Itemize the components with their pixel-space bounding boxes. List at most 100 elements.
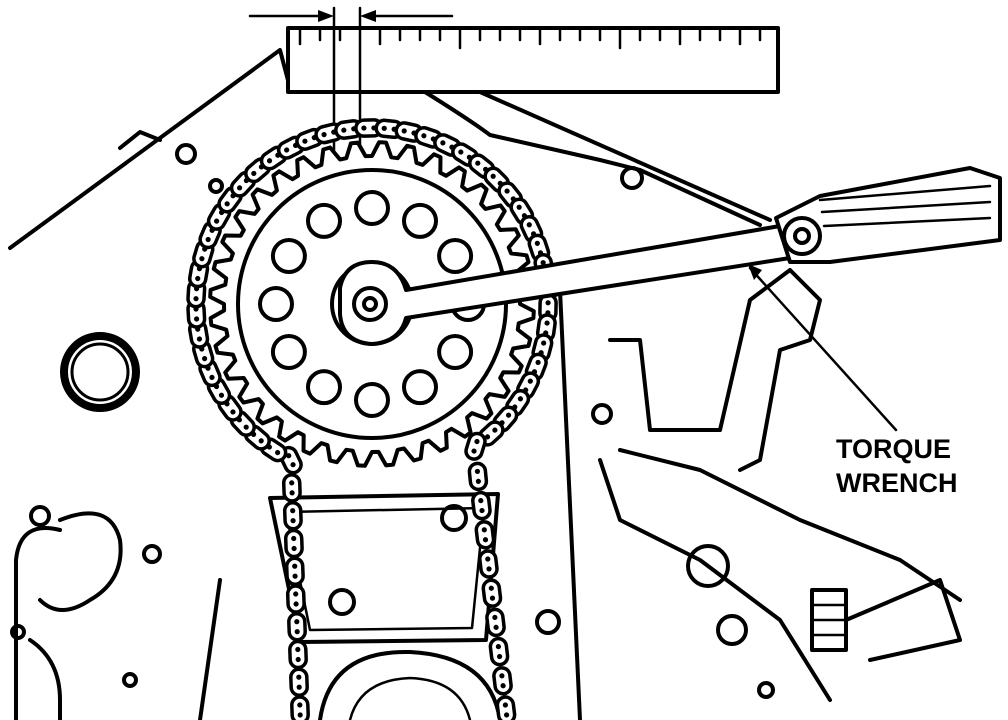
torque-wrench xyxy=(338,166,1002,346)
chain-link-plate xyxy=(467,461,489,492)
sprocket-hole xyxy=(437,238,474,274)
chain-pin xyxy=(286,453,292,459)
chain-link xyxy=(284,556,305,586)
chain-pin xyxy=(290,518,296,524)
chain-pin xyxy=(361,125,367,131)
chain-pin xyxy=(421,133,427,139)
chain-pin xyxy=(381,125,387,131)
chain-link xyxy=(467,461,489,492)
sprocket-hole xyxy=(270,238,307,274)
chain-link xyxy=(281,473,302,503)
chain-pin xyxy=(440,140,446,146)
chain-pin xyxy=(481,527,487,533)
ruler xyxy=(286,26,780,94)
chain-pin xyxy=(471,448,477,454)
sprocket-hole xyxy=(270,334,307,370)
engine-block-outline xyxy=(8,48,962,720)
chain-link-plate xyxy=(474,520,496,550)
chain-pin xyxy=(289,480,295,486)
chain-pin xyxy=(488,585,494,591)
chain-pin xyxy=(482,537,489,543)
chain-pin xyxy=(517,396,524,402)
chain-pin xyxy=(492,427,498,433)
chain-pin xyxy=(526,222,532,228)
chain-pin xyxy=(478,498,484,504)
chain-pin xyxy=(475,160,481,166)
chain-link xyxy=(288,639,308,670)
chain-pin xyxy=(193,316,200,322)
chain-pin xyxy=(534,240,540,246)
chain-pin xyxy=(195,275,201,282)
chain-link xyxy=(474,520,496,550)
chain-link-plate xyxy=(464,431,487,461)
callout-leader xyxy=(748,264,898,432)
chain-pin xyxy=(458,149,464,155)
sprocket-hole xyxy=(354,190,390,226)
chain-pin xyxy=(474,438,480,445)
chain-pin xyxy=(218,392,225,398)
chain-link xyxy=(290,695,310,720)
chain-link-plate xyxy=(471,490,492,521)
chain-link-plate xyxy=(290,695,310,720)
chain-pin xyxy=(294,629,300,635)
chain-pin xyxy=(243,424,249,430)
chain-pin xyxy=(502,702,508,708)
chain-link-plate xyxy=(288,639,308,670)
chain-pin xyxy=(504,188,510,194)
chain-pin xyxy=(535,359,541,366)
chain-pin xyxy=(294,619,300,625)
chain-pin xyxy=(544,320,550,326)
chain-pin xyxy=(475,478,481,484)
chain-pin xyxy=(193,296,199,302)
chain-link-plate xyxy=(485,607,506,638)
chain-pin xyxy=(321,132,327,138)
sprocket-hole xyxy=(354,382,390,418)
chain-link-plate xyxy=(282,500,303,531)
fitting xyxy=(810,578,962,662)
chain-pin xyxy=(290,462,296,468)
chain-pin xyxy=(199,256,205,262)
chain-link xyxy=(471,490,492,521)
chain-pin xyxy=(290,508,296,514)
chain-pin xyxy=(297,712,303,718)
block-holes xyxy=(10,143,775,699)
chain-link-plate xyxy=(478,549,499,579)
chain-pin xyxy=(296,684,302,690)
chain-pin xyxy=(479,507,485,514)
torque-wrench-label-line1: TORQUE xyxy=(836,434,952,464)
sprocket-hole xyxy=(402,202,438,239)
chain-pin xyxy=(258,438,264,444)
chain-link xyxy=(488,636,510,667)
chain-pin xyxy=(474,468,481,475)
chain-link-plate xyxy=(283,528,304,559)
chain-link xyxy=(289,667,309,697)
sprocket-hole xyxy=(306,369,342,406)
chain-link xyxy=(481,578,503,608)
chain-pin xyxy=(251,170,257,177)
chain-link xyxy=(282,500,303,531)
chain-link xyxy=(287,611,307,642)
chain-link-plate xyxy=(281,473,302,503)
chain-link-plate xyxy=(284,556,305,586)
chain-pin xyxy=(196,336,203,342)
chain-pin xyxy=(291,545,297,552)
chain-pin xyxy=(205,236,211,243)
chain-pin xyxy=(516,204,522,210)
chain-link-plate xyxy=(495,695,517,720)
chain-pin xyxy=(541,340,547,346)
timing-chain xyxy=(186,118,558,720)
sprocket-hole xyxy=(258,286,294,322)
chain-pin xyxy=(202,355,208,362)
chain-pin xyxy=(401,128,407,134)
sprocket-hole xyxy=(437,334,474,370)
chain-link-plate xyxy=(289,667,309,697)
chain-pin xyxy=(490,173,496,179)
chain-pin xyxy=(236,185,243,191)
chain-pin xyxy=(209,374,215,381)
chain-pin xyxy=(296,674,302,680)
chain-pin xyxy=(484,434,491,440)
chain-pin xyxy=(499,673,505,679)
chain-pin xyxy=(289,490,295,496)
chain-link-plate xyxy=(287,611,307,642)
chain-link xyxy=(478,549,499,579)
